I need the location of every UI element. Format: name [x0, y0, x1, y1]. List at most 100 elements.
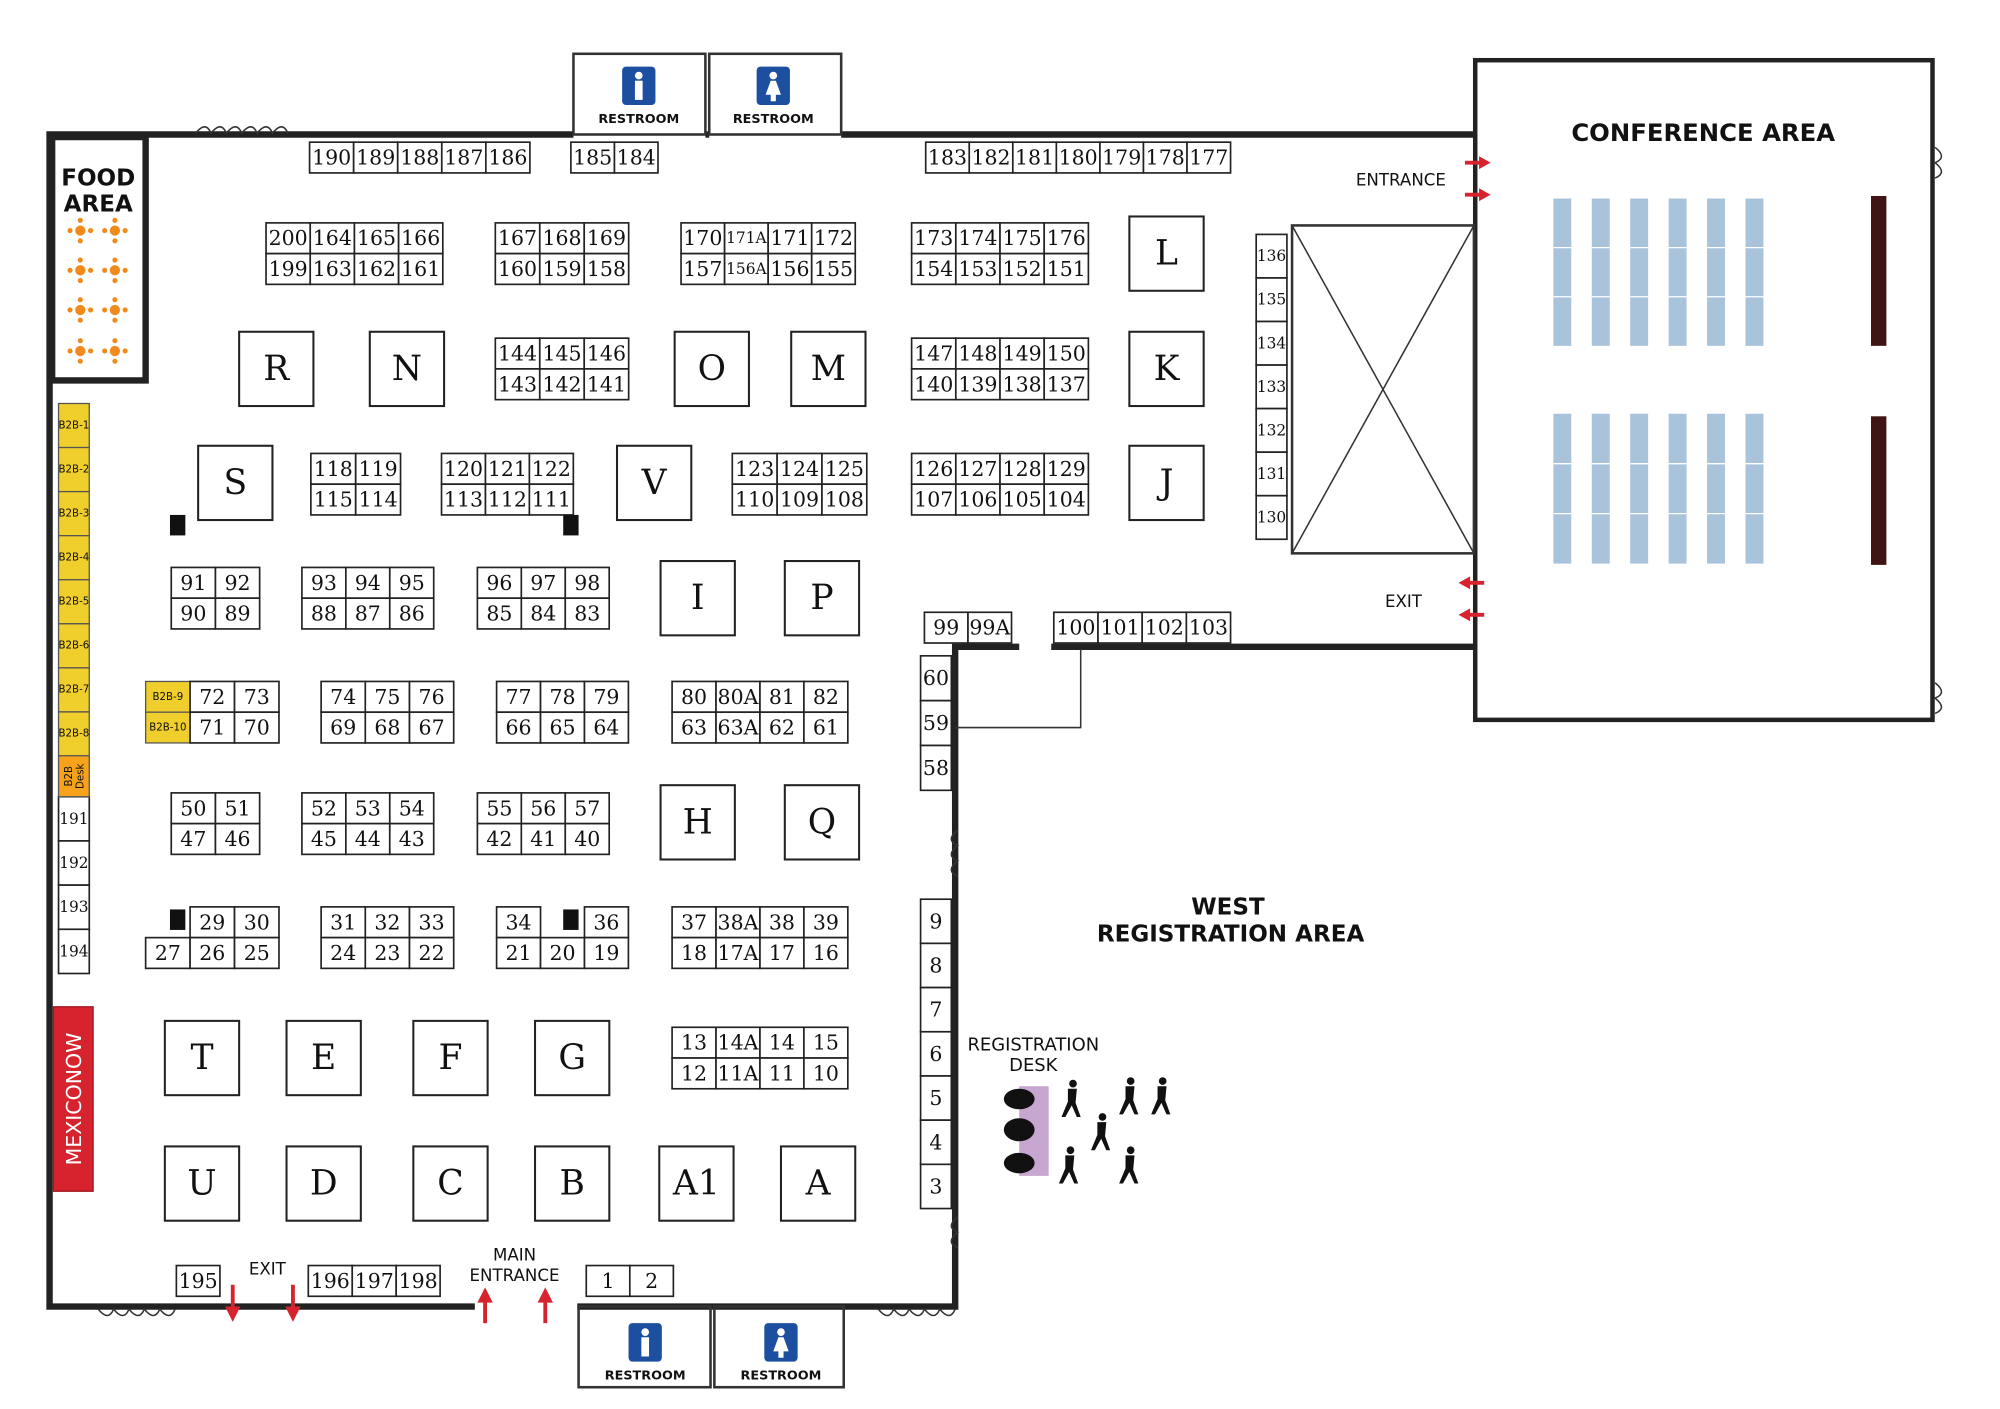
- booth-73[interactable]: 73: [233, 680, 280, 714]
- booth-184[interactable]: 184: [613, 141, 659, 174]
- booth-145[interactable]: 145: [538, 337, 586, 370]
- booth-157[interactable]: 157: [680, 252, 726, 286]
- booth-156A[interactable]: 156A: [723, 252, 769, 286]
- booth-135[interactable]: 135: [1255, 277, 1288, 323]
- booth-142[interactable]: 142: [538, 368, 586, 401]
- booth-171[interactable]: 171: [767, 222, 813, 255]
- booth-69[interactable]: 69: [320, 711, 367, 744]
- booth-52[interactable]: 52: [301, 792, 347, 825]
- booth-b2b-6[interactable]: B2B-6: [57, 623, 90, 669]
- booth-33[interactable]: 33: [408, 906, 455, 939]
- booth-105[interactable]: 105: [999, 483, 1046, 516]
- booth-O[interactable]: O: [673, 330, 750, 408]
- booth-D[interactable]: D: [285, 1145, 362, 1222]
- booth-61[interactable]: 61: [803, 711, 849, 744]
- booth-63[interactable]: 63: [671, 711, 717, 744]
- booth-46[interactable]: 46: [214, 822, 261, 856]
- booth-F[interactable]: F: [412, 1019, 489, 1097]
- booth-103[interactable]: 103: [1185, 611, 1232, 644]
- booth-17A[interactable]: 17A: [715, 936, 761, 970]
- booth-90[interactable]: 90: [170, 597, 217, 630]
- booth-5[interactable]: 5: [919, 1075, 953, 1121]
- booth-159[interactable]: 159: [538, 252, 586, 286]
- booth-120[interactable]: 120: [440, 452, 487, 486]
- booth-45[interactable]: 45: [301, 822, 347, 856]
- booth-167[interactable]: 167: [494, 222, 541, 255]
- restroom-men[interactable]: RESTROOM: [598, 66, 679, 127]
- restroom-women[interactable]: RESTROOM: [733, 66, 814, 127]
- booth-99A[interactable]: 99A: [967, 611, 1013, 644]
- booth-168[interactable]: 168: [538, 222, 586, 255]
- booth-T[interactable]: T: [163, 1019, 241, 1097]
- booth-2[interactable]: 2: [628, 1264, 675, 1298]
- booth-83[interactable]: 83: [564, 597, 611, 630]
- booth-108[interactable]: 108: [821, 483, 868, 516]
- booth-E[interactable]: E: [285, 1019, 362, 1097]
- booth-126[interactable]: 126: [910, 452, 957, 486]
- booth-188[interactable]: 188: [396, 141, 443, 174]
- booth-4[interactable]: 4: [919, 1119, 953, 1166]
- booth-85[interactable]: 85: [476, 597, 523, 630]
- booth-8[interactable]: 8: [919, 942, 953, 989]
- booth-132[interactable]: 132: [1255, 407, 1288, 453]
- booth-97[interactable]: 97: [520, 566, 567, 600]
- booth-140[interactable]: 140: [910, 368, 957, 401]
- booth-113[interactable]: 113: [440, 483, 487, 516]
- booth-166[interactable]: 166: [397, 222, 444, 255]
- booth-63A[interactable]: 63A: [715, 711, 761, 744]
- booth-156[interactable]: 156: [767, 252, 813, 286]
- booth-125[interactable]: 125: [821, 452, 868, 486]
- booth-104[interactable]: 104: [1043, 483, 1090, 516]
- booth-153[interactable]: 153: [954, 252, 1001, 286]
- booth-177[interactable]: 177: [1186, 141, 1232, 174]
- booth-34[interactable]: 34: [495, 906, 542, 939]
- registration-desk[interactable]: [1003, 1086, 1049, 1176]
- booth-147[interactable]: 147: [910, 337, 957, 370]
- booth-9[interactable]: 9: [919, 898, 953, 945]
- booth-70[interactable]: 70: [233, 711, 280, 744]
- booth-110[interactable]: 110: [731, 483, 778, 516]
- booth-60[interactable]: 60: [919, 654, 953, 702]
- booth-155[interactable]: 155: [810, 252, 857, 286]
- booth-112[interactable]: 112: [484, 483, 531, 516]
- restroom-men[interactable]: RESTROOM: [605, 1323, 686, 1384]
- booth-1[interactable]: 1: [585, 1264, 631, 1298]
- booth-174[interactable]: 174: [954, 222, 1001, 255]
- booth-R[interactable]: R: [238, 330, 315, 408]
- booth-165[interactable]: 165: [353, 222, 400, 255]
- booth-39[interactable]: 39: [803, 906, 849, 939]
- booth-72[interactable]: 72: [189, 680, 236, 714]
- booth-A1[interactable]: A1: [658, 1145, 735, 1222]
- booth-200[interactable]: 200: [265, 222, 312, 255]
- booth-6[interactable]: 6: [919, 1030, 953, 1077]
- booth-139[interactable]: 139: [954, 368, 1001, 401]
- booth-J[interactable]: J: [1128, 444, 1205, 522]
- booth-143[interactable]: 143: [494, 368, 541, 401]
- booth-64[interactable]: 64: [583, 711, 630, 744]
- booth-27[interactable]: 27: [144, 936, 191, 970]
- booth-51[interactable]: 51: [214, 792, 261, 825]
- booth-16[interactable]: 16: [803, 936, 849, 970]
- booth-26[interactable]: 26: [189, 936, 236, 970]
- restroom-women[interactable]: RESTROOM: [741, 1323, 822, 1384]
- booth-87[interactable]: 87: [345, 597, 391, 630]
- booth-84[interactable]: 84: [520, 597, 567, 630]
- booth-152[interactable]: 152: [999, 252, 1046, 286]
- booth-186[interactable]: 186: [485, 141, 531, 174]
- booth-12[interactable]: 12: [671, 1057, 717, 1090]
- booth-43[interactable]: 43: [388, 822, 435, 856]
- booth-32[interactable]: 32: [364, 906, 411, 939]
- booth-95[interactable]: 95: [388, 566, 435, 600]
- booth-102[interactable]: 102: [1141, 611, 1188, 644]
- booth-197[interactable]: 197: [351, 1264, 398, 1298]
- booth-187[interactable]: 187: [440, 141, 487, 174]
- booth-C[interactable]: C: [412, 1145, 489, 1222]
- booth-178[interactable]: 178: [1142, 141, 1188, 174]
- booth-81[interactable]: 81: [759, 680, 805, 714]
- booth-191[interactable]: 191: [57, 795, 91, 842]
- booth-31[interactable]: 31: [320, 906, 367, 939]
- booth-59[interactable]: 59: [919, 699, 953, 747]
- booth-29[interactable]: 29: [189, 906, 236, 939]
- booth-67[interactable]: 67: [408, 711, 455, 744]
- booth-128[interactable]: 128: [999, 452, 1046, 486]
